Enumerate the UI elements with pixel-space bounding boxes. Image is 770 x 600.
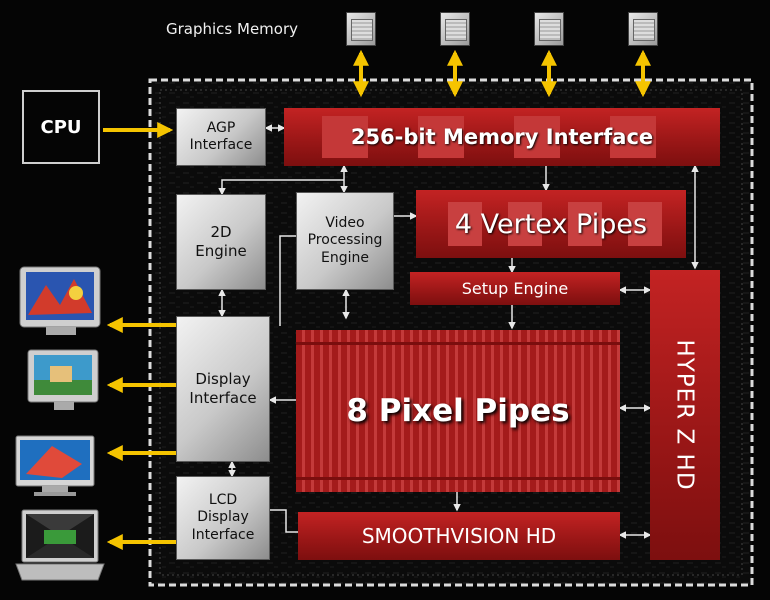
laptop-icon — [15, 509, 105, 581]
hyper-z-hd-block: HYPER Z HD — [650, 270, 720, 560]
memory-chip-icon — [346, 12, 376, 46]
crt-monitor-icon — [27, 349, 99, 410]
memory-chip-icon — [534, 12, 564, 46]
setup-engine-block: Setup Engine — [410, 272, 620, 305]
memory-interface-block: 256-bit Memory Interface — [284, 108, 720, 166]
memory-chip-icon — [628, 12, 658, 46]
flat-monitor-icon — [15, 435, 95, 496]
smoothvision-hd-block: SMOOTHVISION HD — [298, 512, 620, 560]
crt-monitor-icon — [19, 266, 101, 335]
vertex-pipes-block: 4 Vertex Pipes — [416, 190, 686, 258]
memory-chip-icon — [440, 12, 470, 46]
pixel-pipes-block: 8 Pixel Pipes — [296, 330, 620, 492]
graphics-memory-label: Graphics Memory — [166, 20, 299, 38]
cpu-block: CPU — [22, 90, 100, 164]
